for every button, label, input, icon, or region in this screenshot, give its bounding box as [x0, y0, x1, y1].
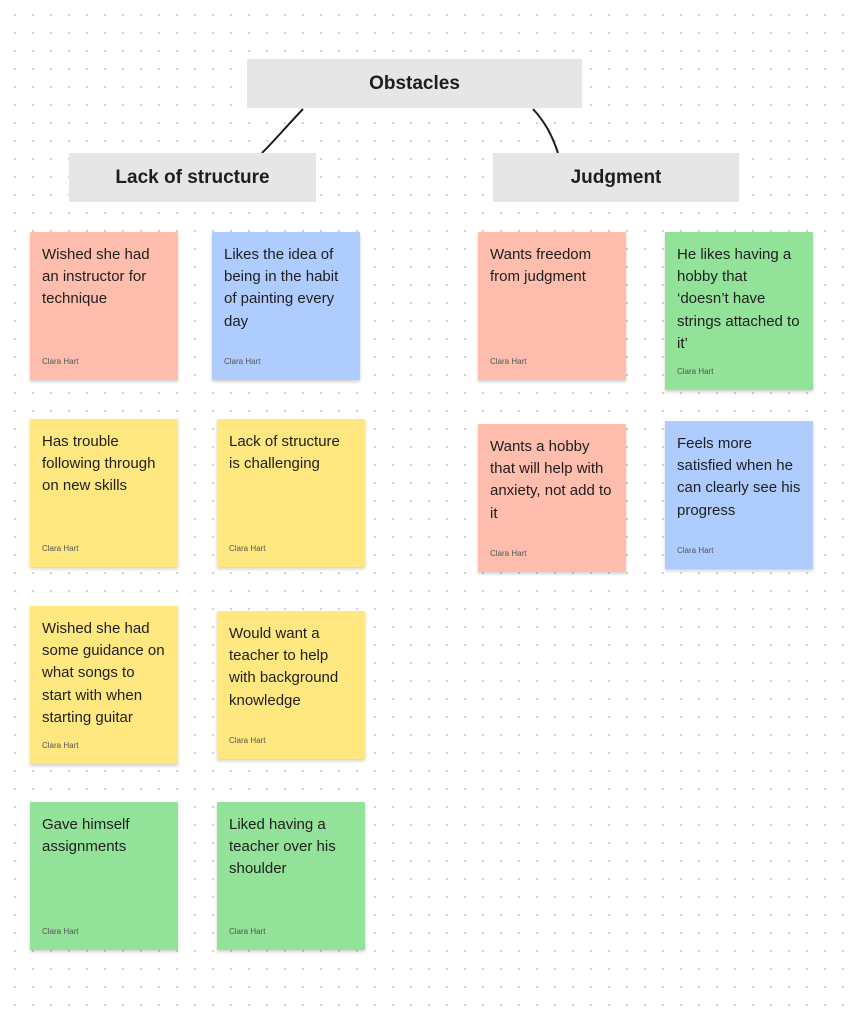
sticky-note-text: Likes the idea of being in the habit of …	[224, 246, 339, 330]
sticky-note-text: Liked having a teacher over his shoulder	[229, 816, 336, 878]
sticky-note[interactable]: Likes the idea of being in the habit of …	[212, 232, 360, 380]
sticky-note-author: Clara Hart	[42, 927, 79, 936]
sticky-note-author: Clara Hart	[224, 357, 261, 366]
sticky-note[interactable]: Wished she had some guidance on what son…	[30, 606, 178, 764]
sticky-note-text: Gave himself assignments	[42, 816, 130, 856]
group-header-label: Lack of structure	[115, 166, 270, 188]
sticky-note-author: Clara Hart	[229, 736, 266, 745]
sticky-note-author: Clara Hart	[229, 544, 266, 553]
sticky-note[interactable]: Wished she had an instructor for techniq…	[30, 232, 178, 380]
sticky-note[interactable]: Gave himself assignments Clara Hart	[30, 802, 178, 950]
sticky-note[interactable]: Wants a hobby that will help with anxiet…	[478, 424, 626, 572]
sticky-note-author: Clara Hart	[42, 544, 79, 553]
sticky-note-author: Clara Hart	[490, 357, 527, 366]
sticky-note-author: Clara Hart	[42, 357, 79, 366]
root-topic-obstacles[interactable]: Obstacles	[247, 59, 582, 108]
sticky-note-author: Clara Hart	[677, 367, 714, 376]
connector-root-to-lack-of-structure	[261, 108, 304, 154]
sticky-note-author: Clara Hart	[229, 927, 266, 936]
sticky-note[interactable]: Has trouble following through on new ski…	[30, 419, 178, 567]
sticky-note[interactable]: Lack of structure is challenging Clara H…	[217, 419, 365, 567]
sticky-note-author: Clara Hart	[677, 546, 714, 555]
sticky-note-author: Clara Hart	[42, 741, 79, 750]
sticky-note[interactable]: Liked having a teacher over his shoulder…	[217, 802, 365, 950]
sticky-note-text: Wished she had some guidance on what son…	[42, 620, 165, 726]
sticky-note-text: Has trouble following through on new ski…	[42, 433, 156, 495]
sticky-note-text: Lack of structure is challenging	[229, 433, 340, 473]
sticky-note-text: Feels more satisfied when he can clearly…	[677, 435, 801, 519]
sticky-note[interactable]: Wants freedom from judgment Clara Hart	[478, 232, 626, 380]
sticky-note-text: Wished she had an instructor for techniq…	[42, 246, 150, 308]
sticky-note[interactable]: He likes having a hobby that ‘doesn’t ha…	[665, 232, 813, 390]
sticky-note-text: He likes having a hobby that ‘doesn’t ha…	[677, 246, 800, 352]
group-header-lack-of-structure[interactable]: Lack of structure	[69, 153, 316, 202]
sticky-note[interactable]: Would want a teacher to help with backgr…	[217, 611, 365, 759]
group-header-label: Judgment	[570, 166, 662, 188]
connector-root-to-judgment	[532, 108, 559, 154]
group-header-judgment[interactable]: Judgment	[493, 153, 739, 202]
sticky-note-author: Clara Hart	[490, 549, 527, 558]
sticky-note-text: Would want a teacher to help with backgr…	[229, 625, 339, 709]
sticky-note-text: Wants freedom from judgment	[490, 246, 592, 286]
sticky-note[interactable]: Feels more satisfied when he can clearly…	[665, 421, 813, 569]
sticky-note-text: Wants a hobby that will help with anxiet…	[490, 438, 612, 522]
root-topic-label: Obstacles	[369, 72, 460, 94]
